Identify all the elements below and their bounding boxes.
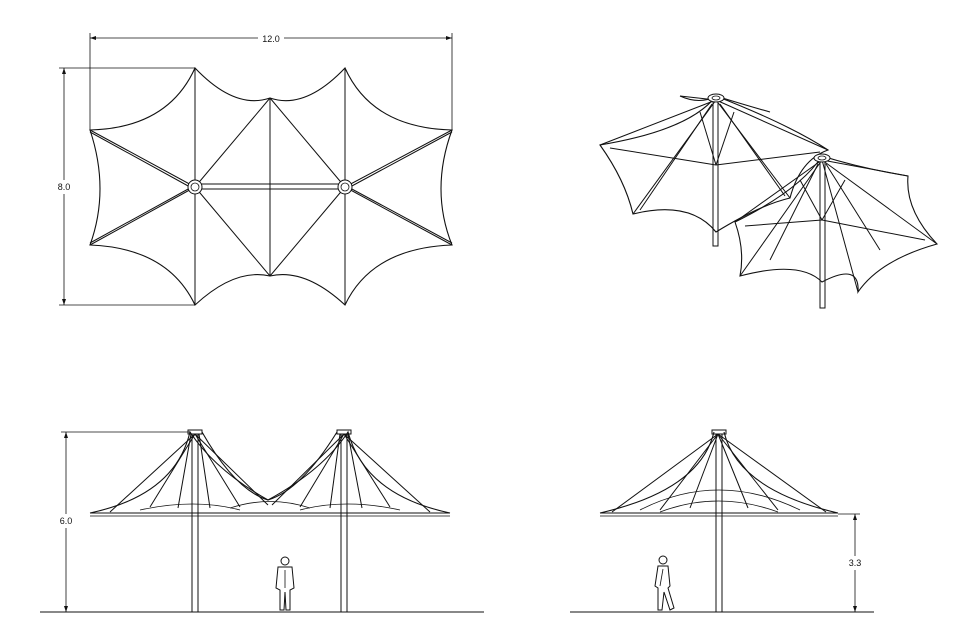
plan-view: 12.0 8.0 <box>56 32 453 306</box>
perspective-rear-umbrella <box>599 93 830 247</box>
perspective-front-mast <box>819 159 826 309</box>
perspective-rear-mast <box>712 99 719 247</box>
front-elevation: 6.0 <box>40 429 484 613</box>
plan-left-hub <box>187 179 203 195</box>
side-mast <box>715 431 723 613</box>
perspective-front-hub <box>813 153 831 163</box>
side-human-figure <box>654 555 675 611</box>
plan-depth-dimension: 8.0 <box>56 67 195 306</box>
plan-fabric-outline <box>89 67 453 306</box>
front-human-figure <box>275 556 295 611</box>
plan-left-arms <box>89 68 271 305</box>
side-clearance-dimension: 3.3 <box>838 513 865 612</box>
side-hub <box>711 429 727 435</box>
front-right-mast <box>340 431 348 613</box>
plan-width-dimension: 12.0 <box>89 32 453 130</box>
plan-right-hub <box>337 179 353 195</box>
perspective-view <box>599 93 939 309</box>
front-left-mast <box>191 431 199 613</box>
front-fabric-profile <box>89 430 451 514</box>
plan-right-arms <box>269 68 453 305</box>
plan-width-label: 12.0 <box>262 34 280 44</box>
perspective-rear-hub <box>707 93 725 103</box>
perspective-front-umbrella <box>734 153 939 309</box>
side-elevation: 3.3 <box>570 429 874 613</box>
plan-depth-label: 8.0 <box>58 182 71 192</box>
front-height-label: 6.0 <box>60 516 73 526</box>
side-clearance-label: 3.3 <box>849 558 862 568</box>
front-height-dimension: 6.0 <box>58 431 190 612</box>
